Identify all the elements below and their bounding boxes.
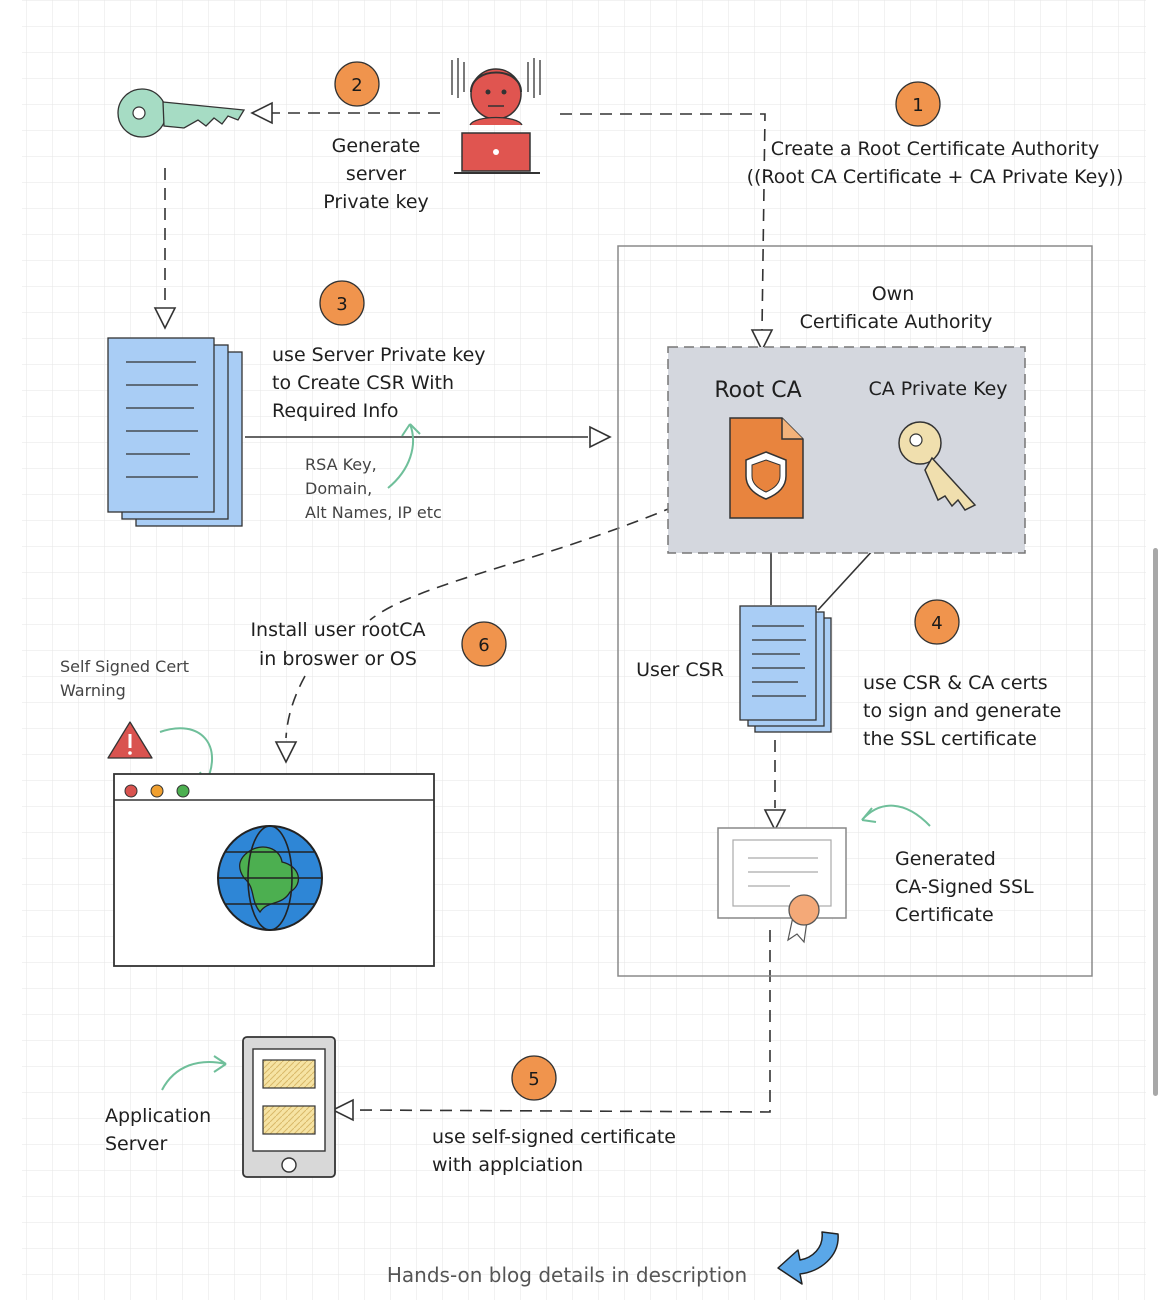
server-key-icon: [117, 88, 246, 138]
step-4-text-3: the SSL certificate: [863, 728, 1037, 750]
root-ca-label: Root CA: [714, 378, 801, 403]
step-3-number: 3: [336, 294, 347, 315]
step-1-badge: [895, 81, 941, 127]
warning-pointer-arrow: [159, 727, 214, 786]
scrollbar-thumb[interactable]: [1153, 548, 1158, 1096]
generated-cert-text-3: Certificate: [895, 904, 994, 926]
step-2-text-1: Generate: [332, 135, 421, 157]
user-csr-document-icon: [739, 605, 832, 733]
csr-info-arrow: [387, 423, 414, 489]
grid-background: [22, 0, 1146, 1300]
app-server-text-2: Server: [105, 1133, 167, 1155]
step-6-badge: [461, 621, 507, 667]
curved-arrow-icon: [777, 1231, 839, 1285]
ssl-certificate-icon: [717, 827, 847, 944]
step-3-text-3: Required Info: [272, 400, 399, 422]
step-6-number: 6: [478, 635, 489, 656]
globe-icon: [217, 825, 323, 931]
step-2-text-3: Private key: [323, 191, 429, 213]
generated-cert-text-1: Generated: [895, 848, 996, 870]
warning-text-1: Self Signed Cert: [60, 657, 189, 676]
warning-text-2: Warning: [60, 681, 126, 700]
generated-cert-text-2: CA-Signed SSL: [895, 876, 1034, 898]
browser-minimize-dot: [150, 784, 164, 798]
csr-info-text-1: RSA Key,: [305, 455, 377, 474]
step-4-number: 4: [931, 613, 942, 634]
step-5-number: 5: [528, 1069, 539, 1090]
admin-person-icon: [451, 58, 541, 174]
step-6-text-1: Install user rootCA: [250, 619, 425, 641]
step-3-badge: [319, 280, 365, 326]
step-3-text-1: use Server Private key: [272, 344, 486, 366]
root-ca-box: [667, 346, 1026, 554]
step-4-text-1: use CSR & CA certs: [863, 672, 1048, 694]
browser-close-dot: [124, 784, 138, 798]
step-4-text-2: to sign and generate: [863, 700, 1061, 722]
step-5-text-1: use self-signed certificate: [432, 1126, 676, 1148]
step-3-text-2: to Create CSR With: [272, 372, 454, 394]
csr-info-text-2: Domain,: [305, 479, 372, 498]
step-6-text-2: in broswer or OS: [259, 648, 417, 670]
browser-maximize-dot: [176, 784, 190, 798]
step-1-text-2: ((Root CA Certificate + CA Private Key)): [747, 166, 1124, 188]
app-server-text-1: Application: [105, 1105, 211, 1127]
own-ca-container: [617, 245, 1093, 977]
app-server-icon: [242, 1036, 336, 1178]
app-server-pointer-arrow: [161, 1060, 227, 1091]
step-5-badge: [511, 1055, 557, 1101]
step-2-text-2: server: [346, 163, 406, 185]
warning-icon: [107, 721, 153, 759]
step-1-number: 1: [912, 95, 923, 116]
connector-lines: [153, 101, 931, 1122]
own-ca-label-2: Certificate Authority: [800, 311, 993, 333]
step-2-badge: [334, 61, 380, 107]
step-5-text-2: with applciation: [432, 1154, 583, 1176]
step-2-number: 2: [351, 75, 362, 96]
user-csr-label: User CSR: [636, 659, 724, 681]
ca-private-key-label: CA Private Key: [868, 378, 1007, 400]
footer-text: Hands-on blog details in description: [387, 1263, 747, 1287]
server-csr-document-icon: [107, 337, 243, 527]
own-ca-label-1: Own: [872, 283, 915, 305]
step-4-badge: [914, 599, 960, 645]
step-1-text-1: Create a Root Certificate Authority: [771, 138, 1100, 160]
root-ca-document-icon: [729, 417, 804, 519]
ca-key-icon: [898, 421, 977, 511]
csr-info-text-3: Alt Names, IP etc: [305, 503, 442, 522]
